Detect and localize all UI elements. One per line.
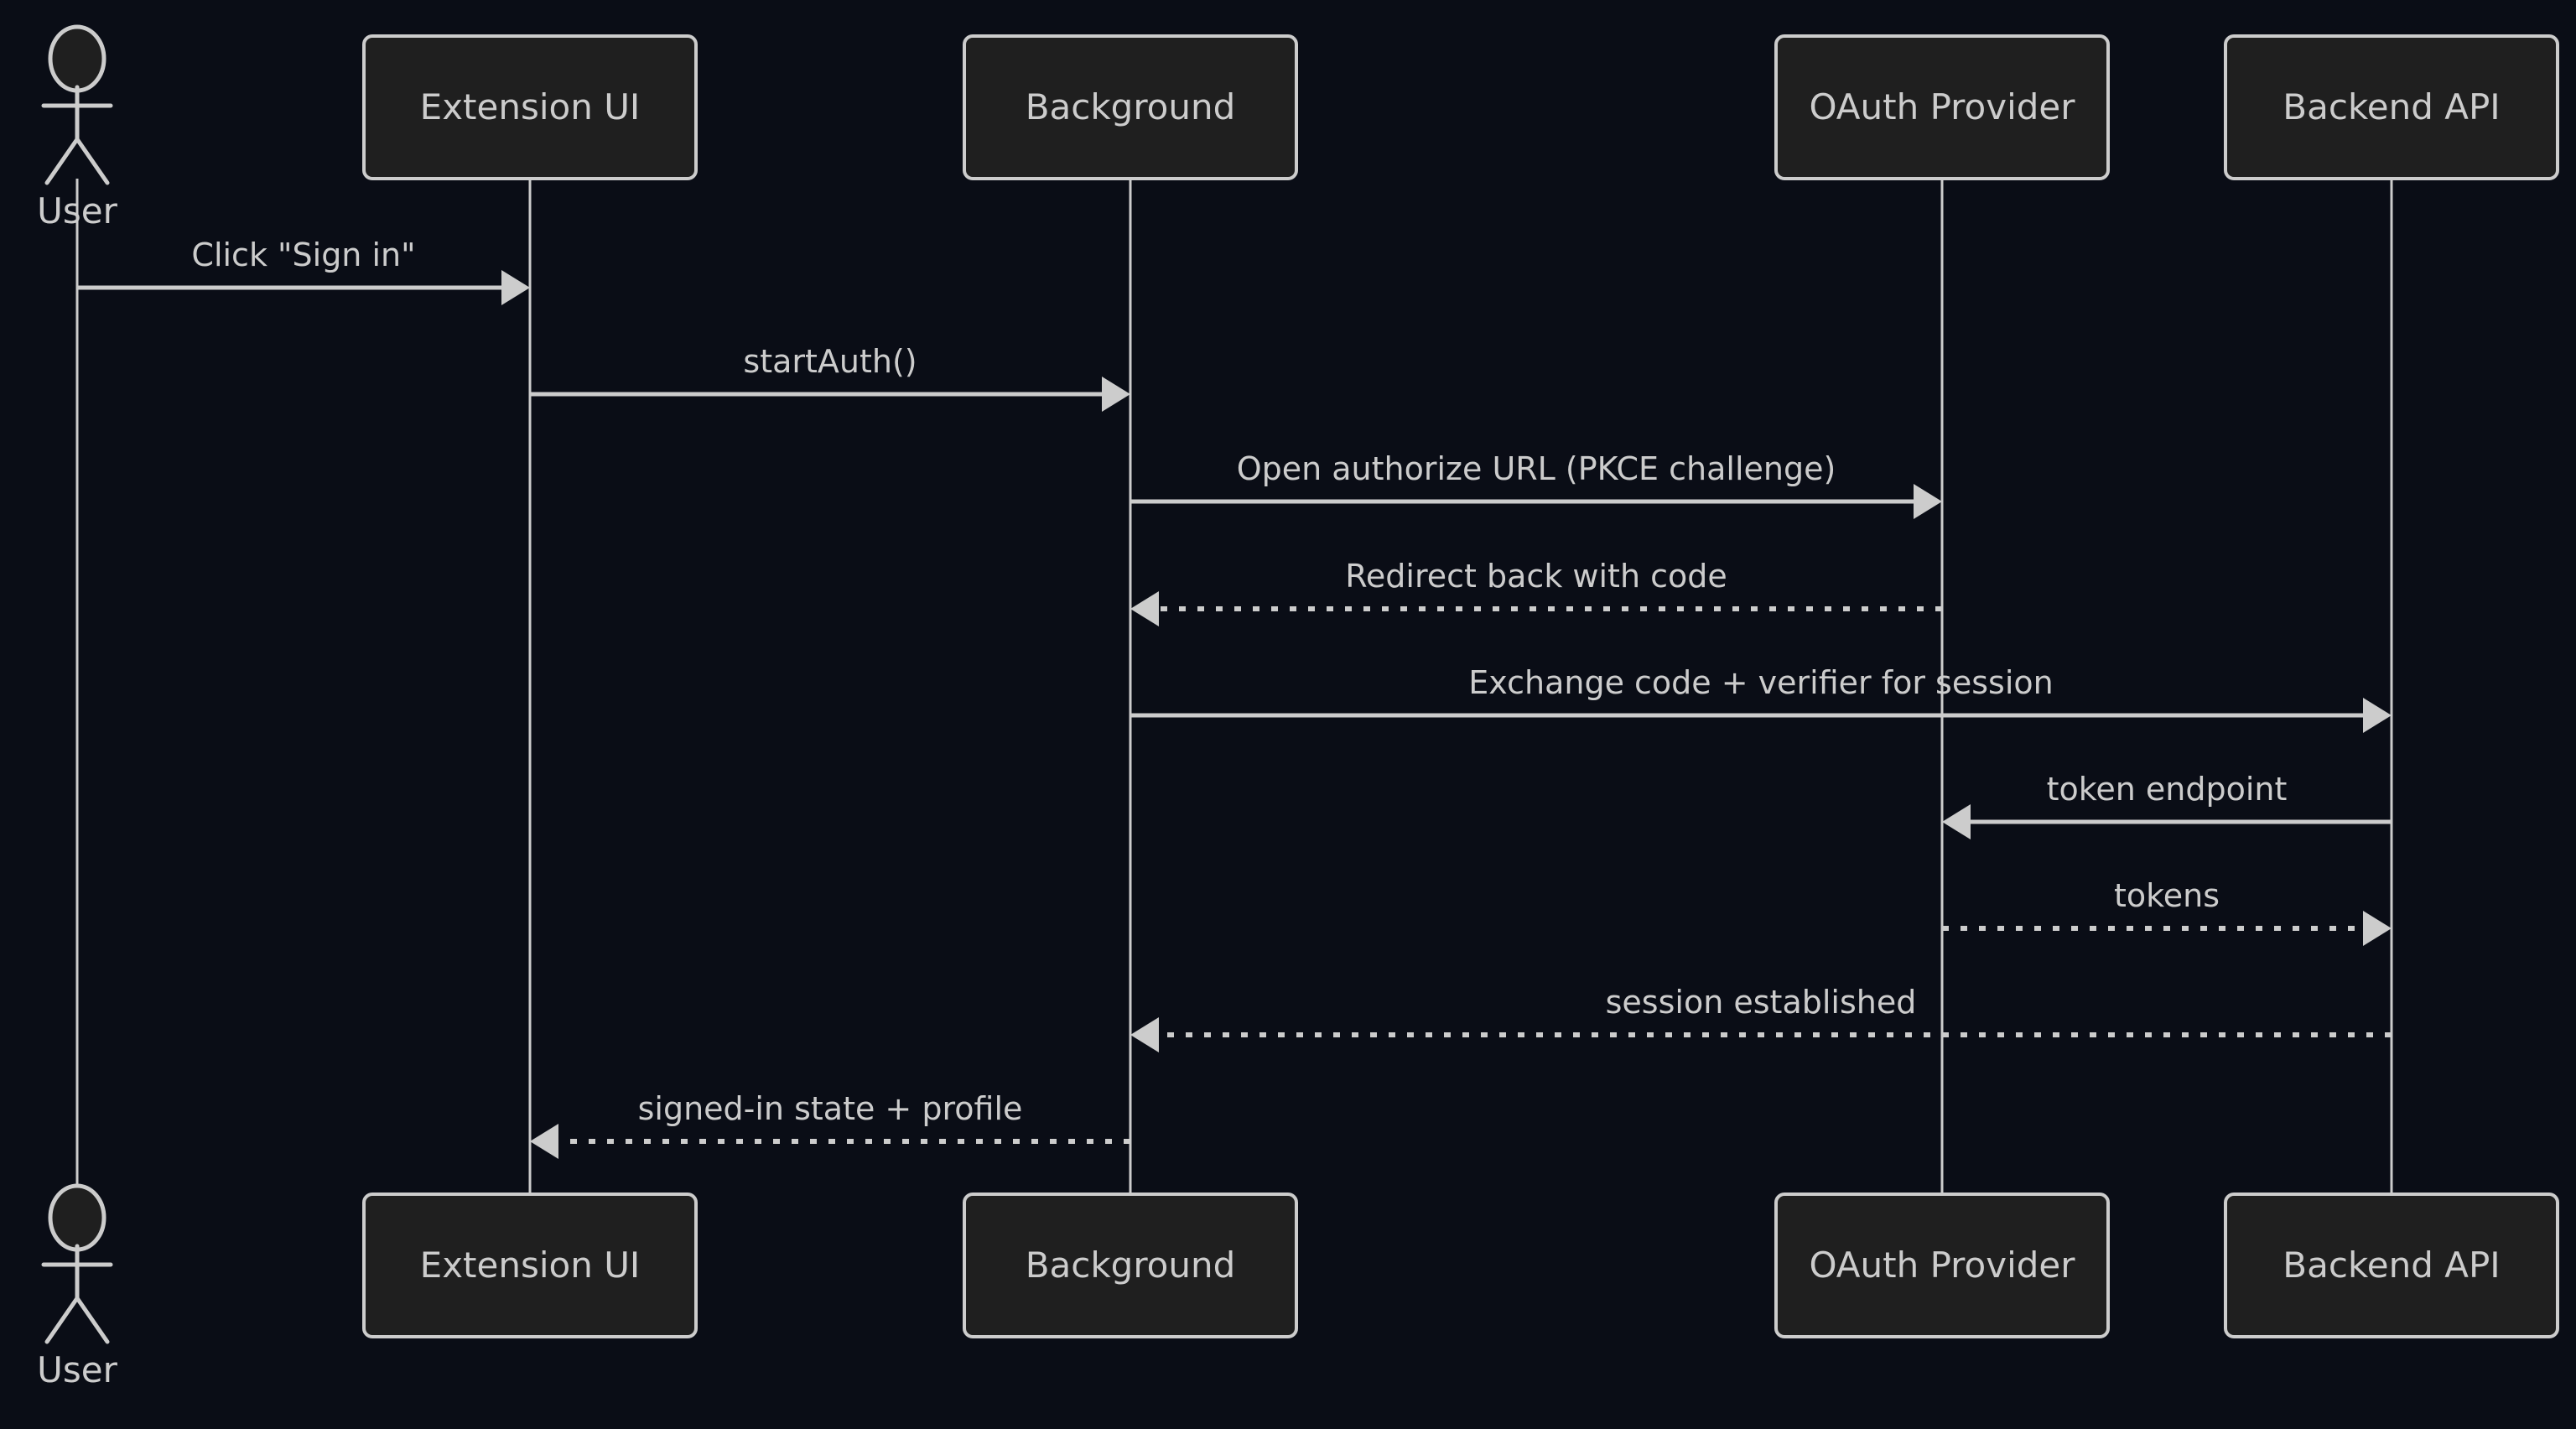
- participant-box-ext[interactable]: [362, 34, 698, 180]
- participant-box-bg[interactable]: [963, 1193, 1298, 1338]
- participant-ext-top[interactable]: Extension UI: [362, 34, 698, 180]
- message-label-4: Redirect back with code: [1345, 558, 1727, 595]
- participant-box-oauth[interactable]: [1774, 1193, 2110, 1338]
- participant-label-ext-bottom: Extension UI: [420, 1245, 641, 1286]
- participant-label-oauth-bottom: OAuth Provider: [1809, 1245, 2075, 1286]
- message-label-9: signed-in state + profile: [638, 1090, 1023, 1127]
- actor-leg-right-icon: [75, 137, 110, 185]
- message-arrowhead-7: [2363, 911, 2392, 946]
- message-arrowhead-8: [1130, 1017, 1159, 1052]
- message-arrowhead-5: [2363, 698, 2392, 733]
- message-label-2: startAuth(): [743, 343, 917, 380]
- message-label-1: Click "Sign in": [191, 236, 415, 273]
- message-label-8: session established: [1606, 984, 1917, 1021]
- lifelines-layer: [75, 179, 2393, 1194]
- participant-box-api[interactable]: [2224, 1193, 2559, 1338]
- actor-head-icon: [48, 1183, 106, 1252]
- message-3[interactable]: Open authorize URL (PKCE challenge): [1130, 450, 1942, 519]
- participant-box-ext[interactable]: [362, 1193, 698, 1338]
- participant-oauth-bottom[interactable]: OAuth Provider: [1774, 1193, 2110, 1338]
- participant-label-bg-top: Background: [1026, 86, 1236, 127]
- actor-leg-left-icon: [44, 1296, 80, 1344]
- message-arrowhead-3: [1914, 484, 1942, 519]
- participant-box-api[interactable]: [2224, 34, 2559, 180]
- participant-bg-bottom[interactable]: Background: [963, 1193, 1298, 1338]
- participant-box-oauth[interactable]: [1774, 34, 2110, 180]
- message-arrowhead-2: [1102, 377, 1130, 412]
- participant-ext-bottom[interactable]: Extension UI: [362, 1193, 698, 1338]
- participants-bottom-layer: User Extension UI Background OAuth Provider…: [37, 1183, 2559, 1390]
- message-label-5: Exchange code + verifier for session: [1468, 664, 2053, 701]
- participant-box-bg[interactable]: [963, 34, 1298, 180]
- message-2[interactable]: startAuth(): [530, 343, 1130, 412]
- message-7[interactable]: tokens: [1942, 877, 2392, 946]
- message-9[interactable]: signed-in state + profile: [530, 1090, 1130, 1159]
- message-6[interactable]: token endpoint: [1942, 771, 2392, 839]
- actor-user-top[interactable]: User: [37, 24, 118, 231]
- actor-label-user-top: User: [37, 190, 117, 231]
- participant-api-top[interactable]: Backend API: [2224, 34, 2559, 180]
- message-arrowhead-1: [501, 270, 530, 305]
- actor-head-icon: [48, 24, 106, 93]
- participant-label-api-bottom: Backend API: [2283, 1245, 2500, 1286]
- participant-oauth-top[interactable]: OAuth Provider: [1774, 34, 2110, 180]
- actor-label-user-bottom: User: [37, 1349, 117, 1390]
- participant-bg-top[interactable]: Background: [963, 34, 1298, 180]
- message-5[interactable]: Exchange code + verifier for session: [1130, 664, 2392, 733]
- message-arrowhead-4: [1130, 591, 1159, 626]
- messages-layer: Click "Sign in" startAuth() Open authorize…: [77, 236, 2392, 1159]
- participant-label-bg-bottom: Background: [1026, 1245, 1236, 1286]
- message-label-6: token endpoint: [2047, 771, 2288, 808]
- actor-leg-right-icon: [75, 1296, 110, 1344]
- message-1[interactable]: Click "Sign in": [77, 236, 530, 305]
- message-arrowhead-9: [530, 1124, 558, 1159]
- message-arrowhead-6: [1942, 804, 1971, 839]
- participant-label-api-top: Backend API: [2283, 86, 2500, 127]
- participant-api-bottom[interactable]: Backend API: [2224, 1193, 2559, 1338]
- participant-label-ext-top: Extension UI: [420, 86, 641, 127]
- message-label-3: Open authorize URL (PKCE challenge): [1237, 450, 1836, 487]
- message-label-7: tokens: [2114, 877, 2220, 914]
- actor-user-bottom[interactable]: User: [37, 1183, 118, 1390]
- participant-label-oauth-top: OAuth Provider: [1809, 86, 2075, 127]
- participants-top-layer: User Extension UI Background OAuth Provider…: [37, 24, 2559, 231]
- message-4[interactable]: Redirect back with code: [1130, 558, 1942, 626]
- message-8[interactable]: session established: [1130, 984, 2392, 1052]
- actor-leg-left-icon: [44, 137, 80, 185]
